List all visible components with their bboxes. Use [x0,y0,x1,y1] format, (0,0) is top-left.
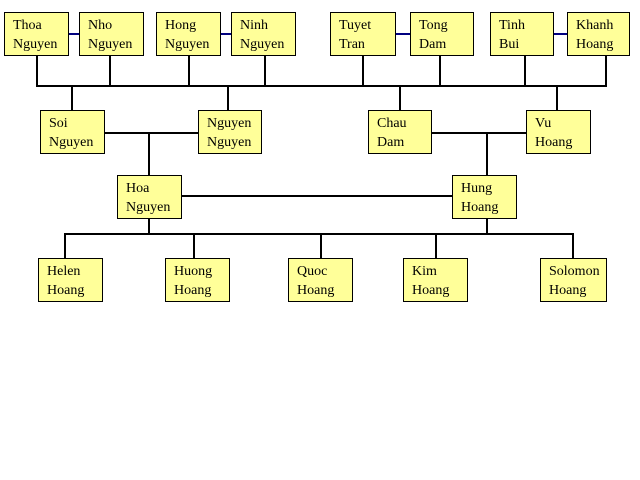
person-box-soi-nguyen[interactable]: Soi Nguyen [40,110,105,154]
person-first-name: Solomon [549,264,600,279]
person-box-tinh-bui[interactable]: Tinh Bui [490,12,554,56]
child-line-quoc [320,234,322,258]
person-last-name: Nguyen [165,37,210,52]
person-last-name: Hoang [576,37,614,52]
person-box-quoc-hoang[interactable]: Quoc Hoang [288,258,353,302]
child-line-nguyen [227,86,229,110]
person-box-solomon-hoang[interactable]: Solomon Hoang [540,258,607,302]
spouse-line-hong-ninh [221,33,231,35]
child-line-helen [64,234,66,258]
descent-line-hong [188,55,190,86]
person-first-name: Khanh [576,18,614,33]
person-first-name: Tong [419,18,448,33]
person-last-name: Dam [419,37,447,52]
spouse-line-tinh-khanh [554,33,567,35]
sibling-bus-generation-4 [64,233,574,235]
person-box-nguyen-nguyen[interactable]: Nguyen Nguyen [198,110,262,154]
descent-line-tuyet [362,55,364,86]
person-box-khanh-hoang[interactable]: Khanh Hoang [567,12,630,56]
spouse-line-thoa-nho [69,33,79,35]
person-box-thoa-nguyen[interactable]: Thoa Nguyen [4,12,69,56]
person-last-name: Nguyen [207,135,252,150]
person-box-hung-hoang[interactable]: Hung Hoang [452,175,517,219]
person-first-name: Chau [377,116,407,131]
person-first-name: Hung [461,181,493,196]
child-line-chau [399,86,401,110]
person-last-name: Hoang [549,283,587,298]
person-box-kim-hoang[interactable]: Kim Hoang [403,258,468,302]
person-last-name: Nguyen [88,37,133,52]
person-first-name: Vu [535,116,552,131]
person-last-name: Dam [377,135,405,150]
person-first-name: Soi [49,116,68,131]
spouse-line-tuyet-tong [396,33,410,35]
spouse-line-chau-vu [432,132,527,134]
person-box-ninh-nguyen[interactable]: Ninh Nguyen [231,12,296,56]
person-box-huong-hoang[interactable]: Huong Hoang [165,258,230,302]
spouse-line-soi-nguyen [105,132,199,134]
descent-line-tong [439,55,441,86]
person-first-name: Tinh [499,18,525,33]
child-line-soi [71,86,73,110]
person-first-name: Ninh [240,18,268,33]
person-last-name: Tran [339,37,365,52]
child-line-hoa [148,133,150,175]
person-last-name: Hoang [297,283,335,298]
person-first-name: Nguyen [207,116,252,131]
child-line-vu [556,86,558,110]
person-first-name: Hoa [126,181,150,196]
descent-line-tinh [524,55,526,86]
person-last-name: Hoang [412,283,450,298]
child-line-kim [435,234,437,258]
sibling-bus-generation-2 [36,85,607,87]
person-box-helen-hoang[interactable]: Helen Hoang [38,258,103,302]
person-first-name: Huong [174,264,213,279]
person-last-name: Bui [499,37,520,52]
person-box-nho-nguyen[interactable]: Nho Nguyen [79,12,144,56]
spouse-line-hoa-hung [182,195,453,197]
person-box-hoa-nguyen[interactable]: Hoa Nguyen [117,175,182,219]
person-last-name: Nguyen [13,37,58,52]
person-last-name: Hoang [461,200,499,215]
person-last-name: Nguyen [49,135,94,150]
person-first-name: Tuyet [339,18,372,33]
descent-line-khanh [605,55,607,86]
descent-line-hoa [148,218,150,234]
child-line-huong [193,234,195,258]
person-first-name: Quoc [297,264,328,279]
person-first-name: Helen [47,264,81,279]
descent-line-nho [109,55,111,86]
descent-line-hung [486,218,488,234]
person-first-name: Hong [165,18,197,33]
person-first-name: Kim [412,264,437,279]
person-box-hong-nguyen[interactable]: Hong Nguyen [156,12,221,56]
person-box-tong-dam[interactable]: Tong Dam [410,12,474,56]
descent-line-thoa [36,55,38,86]
person-box-chau-dam[interactable]: Chau Dam [368,110,432,154]
descent-line-ninh [264,55,266,86]
person-last-name: Nguyen [240,37,285,52]
person-box-vu-hoang[interactable]: Vu Hoang [526,110,591,154]
person-last-name: Hoang [535,135,573,150]
person-first-name: Thoa [13,18,42,33]
person-first-name: Nho [88,18,113,33]
child-line-hung [486,133,488,175]
person-last-name: Hoang [47,283,85,298]
person-last-name: Hoang [174,283,212,298]
child-line-solomon [572,234,574,258]
person-last-name: Nguyen [126,200,171,215]
person-box-tuyet-tran[interactable]: Tuyet Tran [330,12,396,56]
